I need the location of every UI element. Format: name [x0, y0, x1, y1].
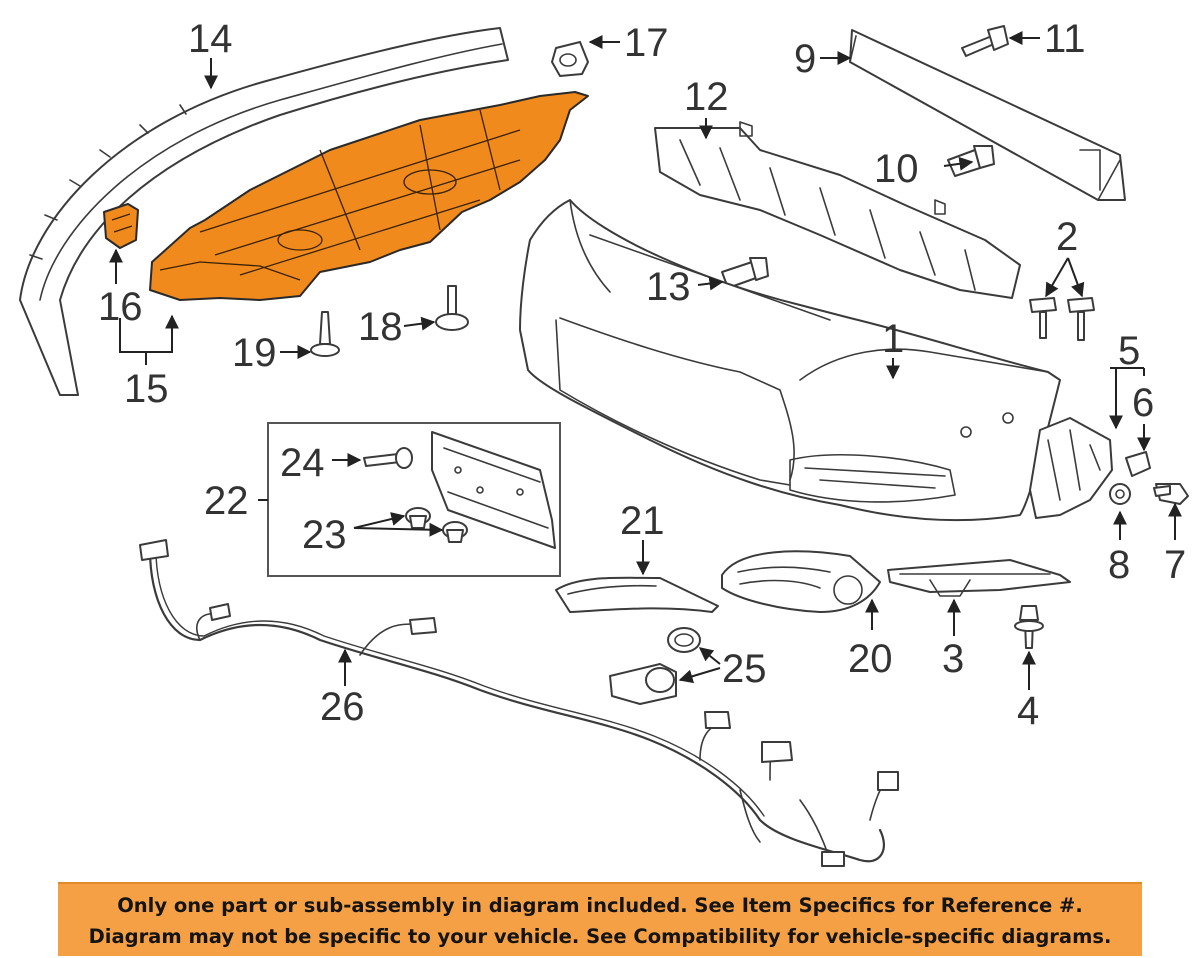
callout-8: 8	[1108, 543, 1130, 587]
part-22-license-bracket-kit	[267, 422, 561, 577]
callout-25: 25	[722, 647, 767, 691]
callout-23: 23	[302, 513, 347, 557]
callout-15: 15	[124, 367, 169, 411]
callout-4: 4	[1017, 689, 1039, 733]
part-14-fascia-strip	[19, 27, 509, 396]
callout-6: 6	[1132, 381, 1154, 425]
callout-labels: 14 17 9 11 12 10 13 2 1 5 6 8 7 16 15 18…	[98, 17, 1186, 733]
part-18-bolt	[435, 285, 469, 331]
callout-9: 9	[794, 37, 816, 81]
part-6-clip	[1125, 451, 1151, 477]
part-15-splash-shield-highlighted	[149, 91, 589, 301]
callout-10: 10	[874, 147, 919, 191]
callout-22: 22	[204, 479, 249, 523]
callout-1: 1	[882, 317, 904, 361]
callout-16: 16	[98, 285, 143, 329]
part-13-bolt	[721, 257, 769, 289]
part-1-bumper-cover	[519, 199, 1061, 522]
part-16-bracket	[103, 203, 139, 249]
part-3-support-bracket	[887, 559, 1071, 597]
callout-2: 2	[1056, 215, 1078, 259]
callout-11: 11	[1044, 17, 1086, 61]
callout-3: 3	[942, 637, 964, 681]
part-17-clip	[551, 41, 589, 77]
leader-lines	[109, 31, 1182, 690]
part-10-bolt	[947, 145, 995, 177]
part-4-bolt	[1014, 605, 1044, 649]
part-20-fog-bezel	[721, 550, 881, 613]
callout-19: 19	[232, 331, 277, 375]
part-8-washer	[1109, 483, 1131, 505]
callout-24: 24	[280, 441, 325, 485]
part-25-parking-sensor	[609, 627, 701, 705]
callout-20: 20	[848, 637, 893, 681]
callout-26: 26	[320, 685, 365, 729]
part-12-energy-absorber	[654, 121, 1021, 299]
part-7-bolt	[1153, 483, 1189, 505]
disclaimer-banner: Only one part or sub-assembly in diagram…	[58, 882, 1142, 956]
disclaimer-line-2: Diagram may not be specific to your vehi…	[88, 925, 1112, 948]
part-2-screws	[1029, 297, 1095, 341]
callout-13: 13	[646, 265, 691, 309]
callout-5: 5	[1118, 329, 1140, 373]
part-19-screw	[310, 311, 340, 357]
disclaimer-line-1: Only one part or sub-assembly in diagram…	[117, 894, 1083, 917]
callout-14: 14	[188, 17, 233, 61]
parts-diagram: 14 17 9 11 12 10 13 2 1 5 6 8 7 16 15 18…	[19, 17, 1189, 867]
callout-12: 12	[684, 75, 729, 119]
part-5-bracket	[1029, 417, 1113, 519]
callout-21: 21	[620, 499, 665, 543]
part-11-bolt	[961, 25, 1009, 57]
callout-18: 18	[358, 305, 403, 349]
callout-17: 17	[624, 21, 669, 65]
part-26-wiring-harness	[139, 539, 899, 867]
callout-7: 7	[1164, 543, 1186, 587]
part-21-trim-molding	[555, 576, 719, 613]
